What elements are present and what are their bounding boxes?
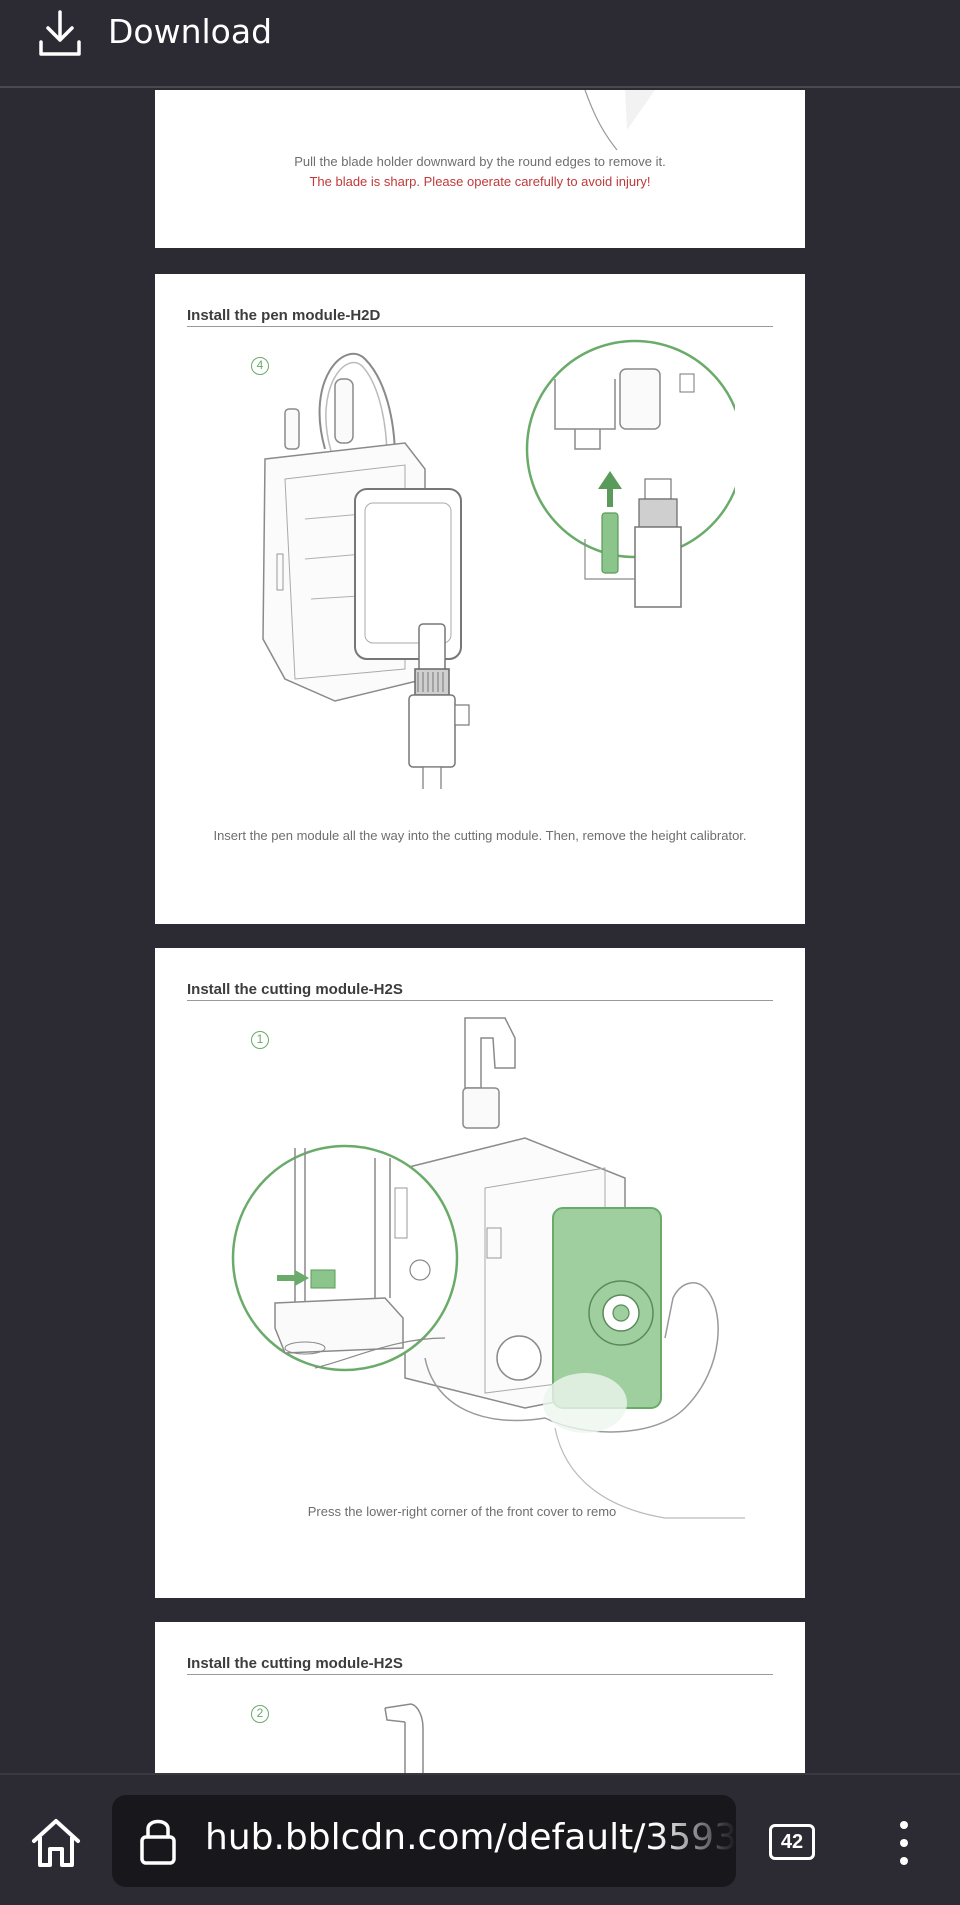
page-caption: Press the lower-right corner of the fron… <box>307 1504 617 1519</box>
browser-toolbar: hub.bblcdn.com/default/35938948 42 <box>0 1773 960 1905</box>
document-page: Install the cutting module-H2S 1 <box>155 948 805 1598</box>
document-viewer[interactable]: Pull the blade holder downward by the ro… <box>0 90 960 1773</box>
lock-icon[interactable] <box>136 1815 180 1865</box>
url-text[interactable]: hub.bblcdn.com/default/35938948 <box>205 1817 736 1858</box>
blade-holder-illustration <box>584 90 655 151</box>
address-bar[interactable]: hub.bblcdn.com/default/35938948 <box>112 1795 736 1887</box>
section-title: Install the pen module-H2D <box>187 307 381 324</box>
home-icon[interactable] <box>28 1815 84 1871</box>
warning-caption: The blade is sharp. Please operate caref… <box>309 174 651 189</box>
document-page: Pull the blade holder downward by the ro… <box>155 90 805 248</box>
pen-module-illustration <box>262 339 735 789</box>
title-divider <box>187 1000 773 1001</box>
download-icon[interactable] <box>38 8 82 58</box>
step-number-badge: 1 <box>251 1031 269 1049</box>
tab-count-button[interactable]: 42 <box>769 1824 815 1860</box>
document-page: Install the cutting module-H2S 2 <box>155 1622 805 1773</box>
section-title: Install the cutting module-H2S <box>187 981 403 998</box>
more-vertical-icon[interactable] <box>890 1819 918 1867</box>
url-fade <box>656 1795 736 1887</box>
cutting-module-illustration <box>231 1017 745 1519</box>
cutting-module-illustration <box>384 1703 424 1773</box>
title-divider <box>187 326 773 327</box>
document-page: Install the pen module-H2D 4 <box>155 274 805 924</box>
page-caption: Insert the pen module all the way into t… <box>213 828 747 843</box>
download-label[interactable]: Download <box>108 12 273 51</box>
download-bar: Download <box>0 0 960 88</box>
section-title: Install the cutting module-H2S <box>187 1655 403 1672</box>
page-caption: Pull the blade holder downward by the ro… <box>294 154 666 169</box>
step-number-badge: 2 <box>251 1705 269 1723</box>
step-number-badge: 4 <box>251 357 269 375</box>
title-divider <box>187 1674 773 1675</box>
